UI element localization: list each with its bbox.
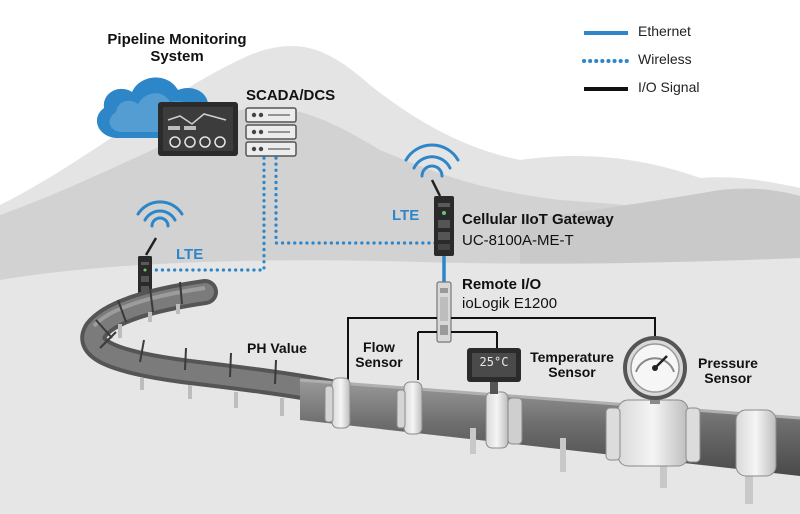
temperature-sensor-label: Temperature Sensor [525,349,619,381]
scada-server-icon [245,107,297,157]
left-wireless-waves-icon [136,200,184,228]
temperature-display-readout: 25°C [479,355,509,369]
pipe-end-flange [735,409,777,477]
temp-label-line1: Temperature [530,349,614,365]
pressure-label-line2: Sensor [704,370,752,387]
monitoring-screen-icon [158,102,238,156]
monitoring-system-label: Pipeline Monitoring System [96,31,258,65]
gateway-model-label: UC-8100A-ME-T [462,232,574,249]
temperature-sensor-flange [485,391,523,449]
legend-ethernet-label: Ethernet [638,23,691,39]
monitoring-label-line1: Pipeline Monitoring [107,31,247,48]
pressure-gauge-icon [623,336,687,404]
scada-label: SCADA/DCS [246,87,336,104]
flow-label-line2: Sensor [355,354,403,371]
flow-label-line1: Flow [363,339,395,355]
legend-wireless-label: Wireless [638,51,692,67]
legend [582,31,630,91]
mountain-ridge-right [520,188,800,270]
ph-value-label: PH Value [247,340,307,356]
remote-io-title-label: Remote I/O [462,276,542,293]
pressure-sensor-label: Pressure Sensor [692,355,764,387]
legend-io-signal-label: I/O Signal [638,79,700,95]
remote-io-device [436,281,452,343]
wireless-links [152,156,440,272]
remote-io-model-label: ioLogik E1200 [462,295,558,312]
temperature-sensor-device [467,348,521,394]
flow-sensor-label: Flow Sensor [346,339,412,371]
pressure-sensor-flange [605,399,701,467]
lte-right-label: LTE [392,207,420,224]
flow-sensor-flange-2 [396,381,423,435]
lte-left-label: LTE [176,246,204,263]
io-signal-lines [347,317,656,380]
pressure-label-line1: Pressure [698,355,758,371]
gateway-title-label: Cellular IIoT Gateway [462,211,614,228]
right-wireless-waves-icon [404,143,460,178]
monitoring-label-line2: System [150,47,204,65]
right-gateway-device [430,179,454,256]
pipeline [80,279,800,504]
temp-label-line2: Sensor [548,364,596,381]
flow-sensor-flange-1 [324,377,351,429]
